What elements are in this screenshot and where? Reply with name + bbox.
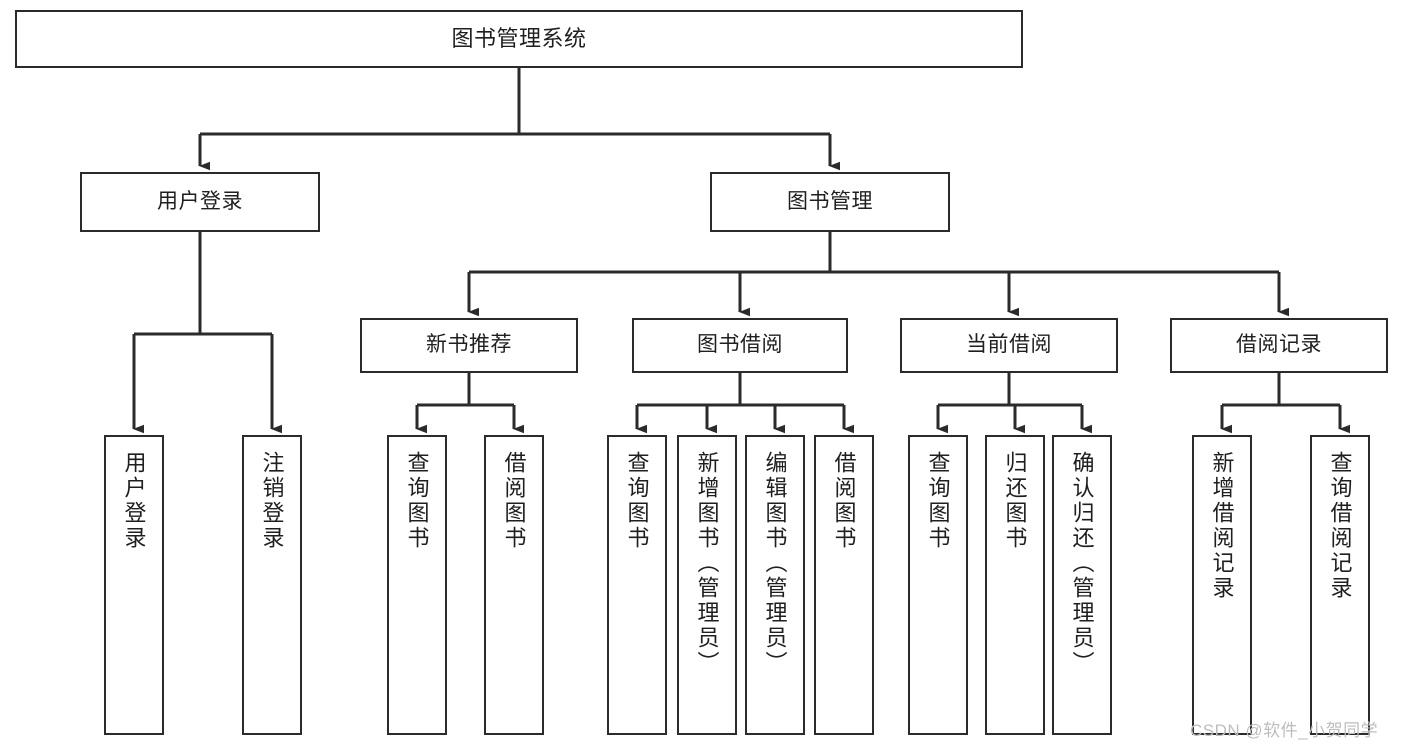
leaf-record-add-record-label: 新增借阅记录 xyxy=(1209,451,1235,601)
leaf-current-return-book[interactable]: 归还图书 xyxy=(985,435,1045,735)
node-root-system[interactable]: 图书管理系统 xyxy=(15,10,1023,68)
leaf-current-query-book-label: 查询图书 xyxy=(925,451,951,551)
leaf-record-query-record-label: 查询借阅记录 xyxy=(1327,451,1353,601)
leaf-current-confirm-return-admin-label: 确认归还（管理员） xyxy=(1069,451,1095,676)
leaf-newbook-borrow-book[interactable]: 借阅图书 xyxy=(484,435,544,735)
leaf-current-query-book[interactable]: 查询图书 xyxy=(908,435,968,735)
leaf-borrowing-borrow-book[interactable]: 借阅图书 xyxy=(814,435,874,735)
leaf-current-confirm-return-admin[interactable]: 确认归还（管理员） xyxy=(1052,435,1112,735)
node-book-management-module-label: 图书管理 xyxy=(787,189,873,213)
node-user-login-module-label: 用户登录 xyxy=(157,189,243,213)
leaf-borrowing-add-book-admin[interactable]: 新增图书（管理员） xyxy=(677,435,737,735)
leaf-user-login[interactable]: 用户登录 xyxy=(104,435,164,735)
node-current-borrowing-label: 当前借阅 xyxy=(966,333,1052,357)
leaf-user-logout[interactable]: 注销登录 xyxy=(242,435,302,735)
node-book-borrowing-label: 图书借阅 xyxy=(697,333,783,357)
leaf-record-add-record[interactable]: 新增借阅记录 xyxy=(1192,435,1252,735)
leaf-borrowing-edit-book-admin[interactable]: 编辑图书（管理员） xyxy=(745,435,805,735)
node-borrow-records-label: 借阅记录 xyxy=(1236,333,1322,357)
node-new-book-recommendation[interactable]: 新书推荐 xyxy=(360,318,578,373)
leaf-borrowing-query-book[interactable]: 查询图书 xyxy=(607,435,667,735)
leaf-borrowing-edit-book-admin-label: 编辑图书（管理员） xyxy=(762,451,788,676)
leaf-current-return-book-label: 归还图书 xyxy=(1002,451,1028,551)
leaf-user-logout-label: 注销登录 xyxy=(259,451,285,551)
csdn-watermark: CSDN @软件_小贺同学 xyxy=(1190,721,1379,740)
node-book-management-module[interactable]: 图书管理 xyxy=(710,172,950,232)
leaf-record-query-record[interactable]: 查询借阅记录 xyxy=(1310,435,1370,735)
node-user-login-module[interactable]: 用户登录 xyxy=(80,172,320,232)
node-borrow-records[interactable]: 借阅记录 xyxy=(1170,318,1388,373)
node-current-borrowing[interactable]: 当前借阅 xyxy=(900,318,1118,373)
leaf-borrowing-borrow-book-label: 借阅图书 xyxy=(831,451,857,551)
node-root-system-label: 图书管理系统 xyxy=(451,26,587,52)
leaf-newbook-query-book[interactable]: 查询图书 xyxy=(387,435,447,735)
leaf-newbook-query-book-label: 查询图书 xyxy=(404,451,430,551)
leaf-borrowing-query-book-label: 查询图书 xyxy=(624,451,650,551)
leaf-user-login-label: 用户登录 xyxy=(121,451,147,551)
leaf-newbook-borrow-book-label: 借阅图书 xyxy=(501,451,527,551)
node-new-book-recommendation-label: 新书推荐 xyxy=(426,333,512,357)
node-book-borrowing[interactable]: 图书借阅 xyxy=(632,318,848,373)
leaf-borrowing-add-book-admin-label: 新增图书（管理员） xyxy=(694,451,720,676)
